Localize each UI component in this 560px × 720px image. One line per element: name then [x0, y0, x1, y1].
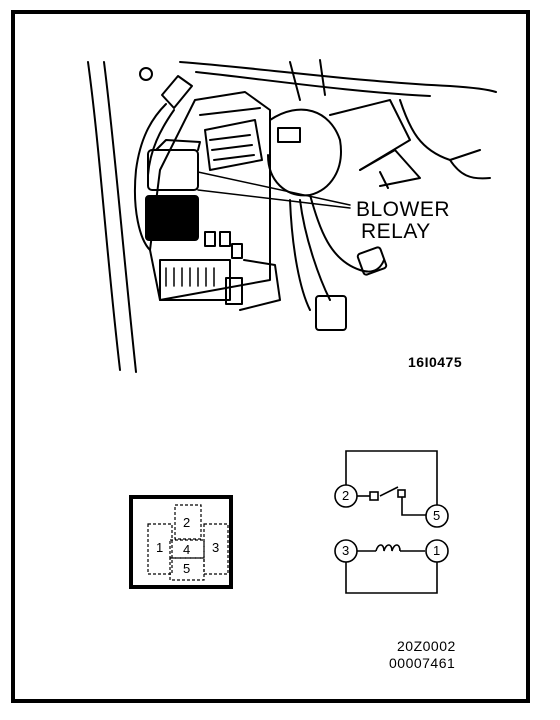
socket-pin-4: 4: [183, 542, 191, 557]
socket-pin-3: 3: [212, 540, 220, 555]
junction-block: [149, 91, 271, 301]
figure-code-bottom-2: 00007461: [389, 655, 456, 671]
figure-code-top: 16I0475: [408, 354, 463, 370]
socket-pin-2: 2: [183, 515, 191, 530]
connector: [315, 295, 347, 331]
socket-pin-1: 1: [156, 540, 164, 555]
terminal-1: 1: [433, 543, 441, 558]
terminal-3: 3: [342, 543, 350, 558]
blower-relay-label-line2: RELAY: [361, 220, 431, 243]
relay-schematic: [334, 450, 449, 594]
relay-upper: [147, 149, 199, 191]
terminal-2: 2: [342, 488, 350, 503]
figure-code-bottom-1: 20Z0002: [397, 638, 456, 654]
blower-relay-label-line1: BLOWER: [356, 198, 451, 221]
terminal-5: 5: [433, 508, 441, 523]
relay-lower: [145, 195, 199, 241]
callout-leader: [197, 171, 351, 206]
socket-pin-5: 5: [183, 561, 191, 576]
pillar-line: [87, 61, 121, 371]
relay-socket-diagram: [129, 495, 233, 589]
